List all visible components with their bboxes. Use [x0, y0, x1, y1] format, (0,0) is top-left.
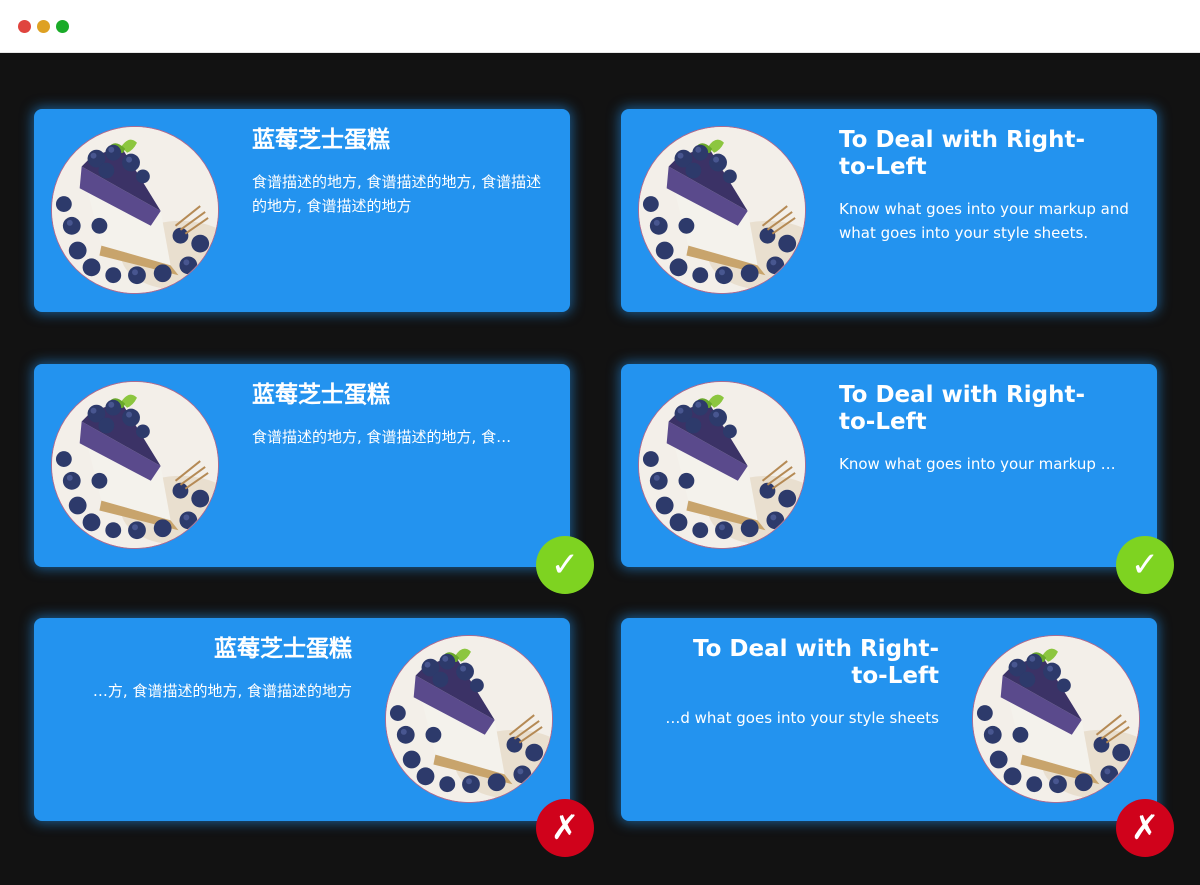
wrong-cross-badge: ✗ — [536, 799, 594, 857]
recipe-card-6: To Deal with Right-to-Left …d what goes … — [621, 618, 1157, 821]
wrong-cross-badge: ✗ — [1116, 799, 1174, 857]
cheesecake-image — [51, 126, 219, 294]
correct-check-badge: ✓ — [1116, 536, 1174, 594]
recipe-card-4: To Deal with Right-to-Left Know what goe… — [621, 364, 1157, 567]
close-window-button[interactable] — [18, 20, 31, 33]
card-description: 食谱描述的地方, 食谱描述的地方, 食… — [252, 428, 512, 446]
correct-check-badge: ✓ — [536, 536, 594, 594]
minimize-window-button[interactable] — [37, 20, 50, 33]
card-title: 蓝莓芝士蛋糕 — [214, 636, 352, 662]
card-title: 蓝莓芝士蛋糕 — [252, 127, 390, 153]
recipe-card-2: To Deal with Right-to-Left Know what goe… — [621, 109, 1157, 312]
card-title: To Deal with Right-to-Left — [839, 382, 1086, 435]
card-title: To Deal with Right-to-Left — [839, 127, 1086, 180]
card-description: …方, 食谱描述的地方, 食谱描述的地方 — [92, 682, 352, 700]
card-title: To Deal with Right-to-Left — [692, 636, 939, 689]
card-description: Know what goes into your markup and what… — [839, 200, 1129, 242]
cheesecake-image — [972, 635, 1140, 803]
cheesecake-image — [638, 126, 806, 294]
card-description: 食谱描述的地方, 食谱描述的地方, 食谱描述的地方, 食谱描述的地方 — [252, 173, 542, 215]
card-description: …d what goes into your style sheets — [665, 709, 939, 727]
maximize-window-button[interactable] — [56, 20, 69, 33]
window-titlebar — [0, 0, 1200, 53]
demo-canvas: 蓝莓芝士蛋糕 食谱描述的地方, 食谱描述的地方, 食谱描述的地方, 食谱描述的地… — [0, 53, 1200, 885]
cheesecake-image — [51, 381, 219, 549]
recipe-card-5: 蓝莓芝士蛋糕 …方, 食谱描述的地方, 食谱描述的地方 — [34, 618, 570, 821]
recipe-card-3: 蓝莓芝士蛋糕 食谱描述的地方, 食谱描述的地方, 食… — [34, 364, 570, 567]
card-description: Know what goes into your markup … — [839, 455, 1116, 473]
cheesecake-image — [385, 635, 553, 803]
recipe-card-1: 蓝莓芝士蛋糕 食谱描述的地方, 食谱描述的地方, 食谱描述的地方, 食谱描述的地… — [34, 109, 570, 312]
card-title: 蓝莓芝士蛋糕 — [252, 382, 390, 408]
cheesecake-image — [638, 381, 806, 549]
